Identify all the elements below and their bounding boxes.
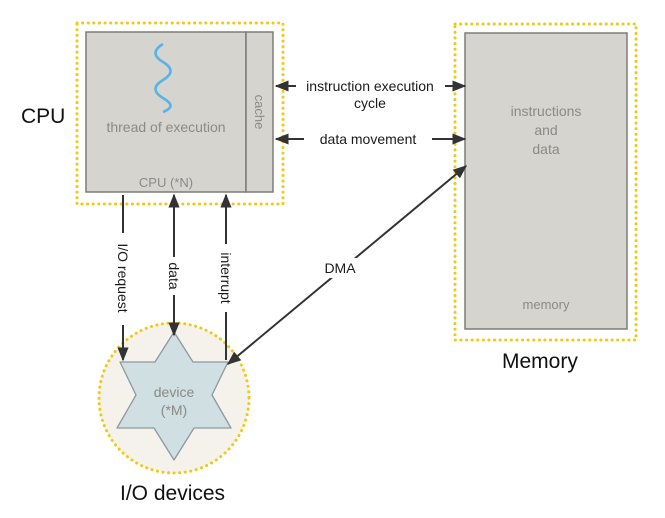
thread-wave-icon — [154, 42, 172, 114]
instruction-cycle-line1: instruction execution — [306, 78, 434, 94]
memory-title: Memory — [502, 350, 578, 373]
memory-content-line3: data — [532, 141, 559, 157]
data-label: data — [166, 262, 182, 289]
device-line1: device — [154, 384, 195, 400]
memory-content-line1: instructions — [511, 103, 582, 119]
memory-content-line2: and — [534, 122, 557, 138]
memory-unit-label: memory — [523, 297, 570, 312]
data-movement-label: data movement — [320, 131, 417, 147]
thread-label: thread of execution — [106, 119, 225, 135]
io-request-label: I/O request — [115, 243, 131, 312]
instruction-cycle-line2: cycle — [354, 95, 386, 111]
memory-panel — [464, 32, 628, 330]
device-line2: (*M) — [161, 402, 187, 418]
interrupt-label: interrupt — [218, 252, 234, 303]
io-title: I/O devices — [120, 482, 225, 505]
cpu-unit-label: CPU (*N) — [139, 175, 193, 190]
dma-label: DMA — [324, 260, 356, 276]
cpu-title: CPU — [21, 105, 65, 128]
cache-label: cache — [252, 95, 267, 130]
cpu-dotted-outline — [75, 21, 285, 206]
